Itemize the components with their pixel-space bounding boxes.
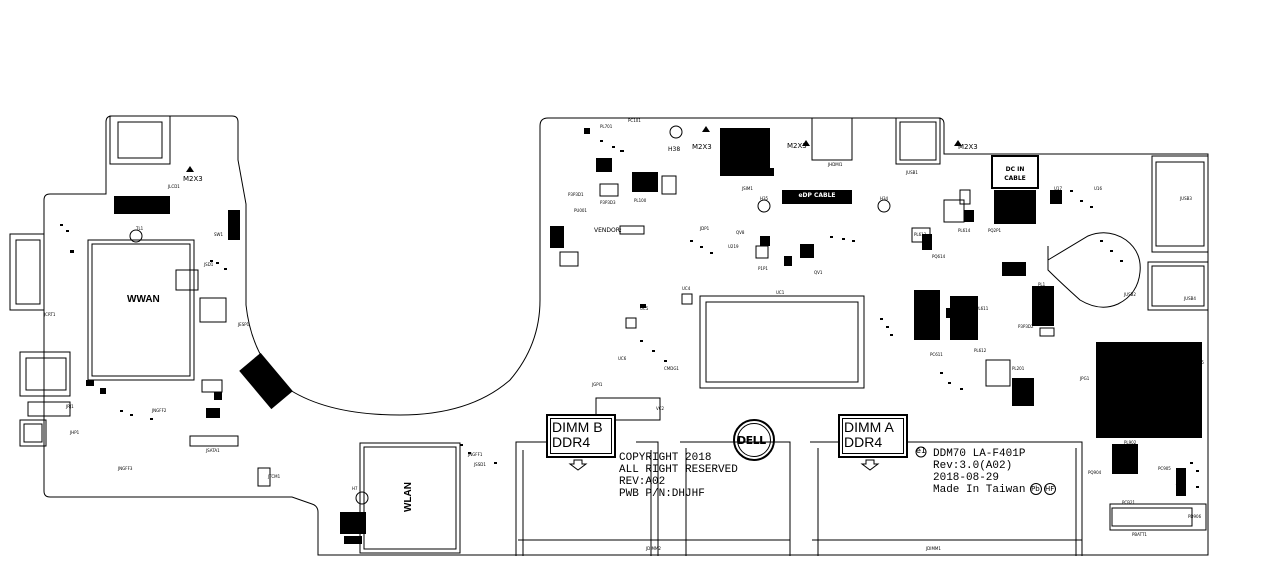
refdes-jusb2: JUSB2	[1124, 292, 1136, 297]
refdes-jusb4: JUSB4	[1184, 296, 1196, 301]
board-info-block: DDM70 LA-F401P Rev:3.0(A02) 2018-08-29 M…	[933, 448, 1025, 496]
refdes-jhp1: JHP1	[70, 430, 80, 435]
refdes-jdimm2: JDIMM2	[646, 546, 661, 551]
mount-label-h34: H34	[880, 196, 889, 201]
refdes-jhdmi1: JHDMI1	[828, 162, 843, 167]
refdes-jdimm1: JDIMM1	[926, 546, 941, 551]
edp-cable-label: eDP CABLE	[798, 192, 836, 199]
board-outline	[43, 115, 1209, 556]
refdes-uc1: UC1	[776, 290, 785, 295]
copyright-line-1: COPYRIGHT 2018	[619, 452, 712, 464]
refdes-jpg1: JPG1	[1080, 376, 1090, 381]
refdes-pq904: PQ904	[1088, 470, 1102, 475]
refdes-pd906: PD906	[1188, 514, 1202, 519]
refdes-pl902: PL902	[1124, 440, 1137, 445]
refdes-qv8: QV8	[736, 230, 745, 235]
refdes-pl614: PL614	[958, 228, 971, 233]
refdes-uc6: UC6	[618, 356, 627, 361]
board-origin: Made In Taiwan	[933, 484, 1026, 496]
refdes-pl612: PL612	[974, 348, 987, 353]
refdes-jesp1: JESP1	[238, 322, 250, 327]
board-model: DDM70 LA-F401P	[933, 448, 1026, 460]
dimm-a-line-2: DDR4	[844, 434, 883, 450]
vendor-label: VENDOR:	[594, 227, 622, 234]
refdes-jsata1: JSATA1	[206, 448, 220, 453]
dimm-a-line-1: DIMM A	[844, 419, 894, 435]
refdes-tl1: TL1	[136, 226, 144, 231]
halogen-free-mark: HF	[1045, 485, 1055, 493]
dell-logo: DELL	[737, 434, 766, 447]
refdes-pc905: PC905	[1158, 466, 1171, 471]
mount-label-h7: H7	[352, 486, 358, 491]
refdes-pl201: PL201	[1012, 366, 1025, 371]
refdes-u17: U17	[1054, 186, 1063, 191]
wlan-label: WLAN	[403, 482, 414, 512]
dimm-b-line-1: DIMM B	[552, 419, 603, 435]
mount-label-m2x3-1: M2X3	[183, 175, 203, 183]
e1-mark: e1	[916, 446, 927, 455]
mount-label-h35: H35	[760, 196, 769, 201]
board-date: 2018-08-29	[933, 472, 1000, 484]
refdes-pcb21: PCB21	[1122, 500, 1136, 505]
mount-label-m2x3-3: M2X3	[787, 142, 807, 150]
refdes-cmdg1: CMDG1	[664, 366, 679, 371]
copyright-block: COPYRIGHT 2018 ALL RIGHT RESERVED REV:A0…	[619, 452, 738, 500]
refdes-u219: U219	[728, 244, 739, 249]
dc-in-cable-label: DC IN CABLE	[994, 165, 1036, 183]
dimm-b-label: DIMM B DDR4	[546, 414, 616, 458]
refdes-jsim1: JSIM1	[742, 186, 753, 191]
pb-free-mark: Pb	[1031, 485, 1040, 493]
dimm-b-line-2: DDR4	[552, 434, 591, 450]
refdes-pl701: PL701	[600, 124, 613, 129]
board-revision: Rev:3.0(A02)	[933, 460, 1013, 472]
dc-in-line-2: CABLE	[1004, 175, 1026, 182]
refdes-jusb1: JUSB1	[906, 170, 918, 175]
copyright-line-2: ALL RIGHT RESERVED	[619, 464, 738, 476]
refdes-pl611: PL611	[976, 306, 989, 311]
dc-in-line-1: DC IN	[1005, 166, 1025, 173]
refdes-pl613: PL613	[914, 232, 927, 237]
refdes-uc5: UC5	[640, 306, 649, 311]
refdes-qv1: QV1	[814, 270, 823, 275]
mount-label-m2x3-2: M2X3	[692, 143, 712, 151]
refdes-jvr1: JVR1	[1176, 480, 1186, 485]
refdes-pq614: PQ614	[932, 254, 946, 259]
refdes-pbatt1: PBATT1	[1132, 532, 1147, 537]
refdes-p3p3d1: P3P3D1	[568, 192, 584, 197]
refdes-vc2: VC2	[656, 406, 665, 411]
refdes-pc101: PC101	[628, 118, 641, 123]
refdes-jsd1: JSD1	[204, 262, 214, 267]
refdes-p3p3d3: P3P3D3	[600, 200, 616, 205]
refdes-uc4: UC4	[682, 286, 691, 291]
dimm-a-label: DIMM A DDR4	[838, 414, 908, 458]
refdes-u16: U16	[1094, 186, 1103, 191]
refdes-jlcd1: JLCD1	[168, 184, 180, 189]
refdes-jssd1: JSSD1	[474, 462, 486, 467]
refdes-pl1: PL1	[1038, 282, 1046, 287]
mount-label-m2x3-4: M2X3	[958, 143, 978, 151]
revision-line: REV:A02	[619, 476, 666, 488]
refdes-p3p3d2: P3P3D2	[1018, 324, 1034, 329]
pwb-part-number: PWB P/N:DHJHF	[619, 488, 705, 500]
refdes-jdp1: JDP1	[700, 226, 710, 231]
refdes-pq2p1: PQ2P1	[988, 228, 1002, 233]
refdes-sw1: SW1	[214, 232, 224, 237]
refdes-jngff2: JNGFF2	[152, 408, 167, 413]
refdes-jgpi1: JGPI1	[592, 382, 603, 387]
refdes-p1p1: P1P1	[758, 266, 768, 271]
refdes-jrj1: JRJ1	[66, 404, 74, 409]
refdes-pc611: PC611	[930, 352, 943, 357]
refdes-jusb3: JUSB3	[1180, 196, 1192, 201]
refdes-pl100: PL100	[634, 198, 647, 203]
refdes-pu001: PU001	[574, 208, 587, 213]
refdes-jusb5: JUSB5	[1192, 360, 1204, 365]
mount-label-h38: H38	[668, 146, 681, 153]
refdes-jtcm1: JTCM1	[268, 474, 281, 479]
wwan-label: WWAN	[127, 294, 160, 305]
refdes-jngff1: JNGFF1	[468, 452, 483, 457]
refdes-jngff3: JNGFF3	[118, 466, 133, 471]
refdes-jcrt1: JCRT1	[44, 312, 56, 317]
